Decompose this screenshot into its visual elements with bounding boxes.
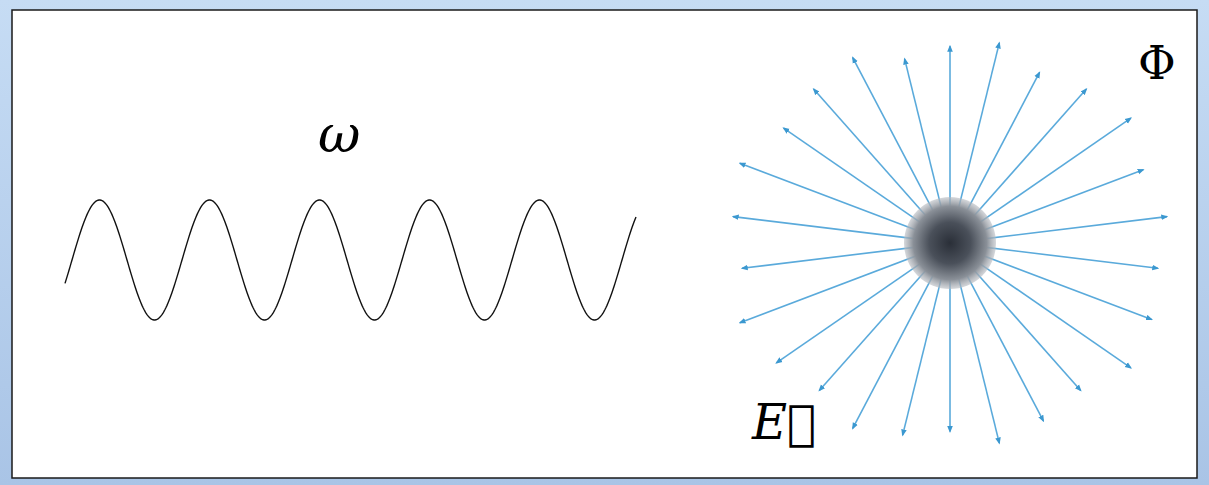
field-arrow: [784, 128, 926, 226]
field-arrow: [964, 72, 1040, 216]
field-symbol: E⃗: [752, 398, 816, 446]
field-arrow: [957, 272, 999, 443]
field-arrow: [980, 217, 1167, 240]
field-arrow: [776, 260, 925, 363]
field-arrow: [970, 265, 1081, 390]
field-arrow: [949, 273, 951, 432]
field-arrow: [742, 247, 920, 269]
field-arrow: [949, 46, 951, 213]
field-arrow: [975, 118, 1131, 226]
field-arrow: [970, 89, 1086, 220]
field-arrow: [733, 217, 920, 240]
field-arrow: [740, 163, 922, 232]
field-arrow: [975, 260, 1131, 368]
frequency-symbol: ω: [318, 108, 360, 160]
charge: [904, 197, 996, 289]
field-arrow: [740, 254, 922, 323]
panel: [12, 10, 1197, 478]
flux-symbol: Φ: [1138, 40, 1176, 86]
field-arrow: [905, 59, 943, 214]
field-arrow: [819, 265, 930, 390]
field-arrow: [853, 270, 936, 429]
field-arrow: [814, 89, 930, 220]
field-arrow: [978, 254, 1152, 320]
sine-wave: [65, 200, 636, 320]
field-lines: [733, 43, 1167, 443]
